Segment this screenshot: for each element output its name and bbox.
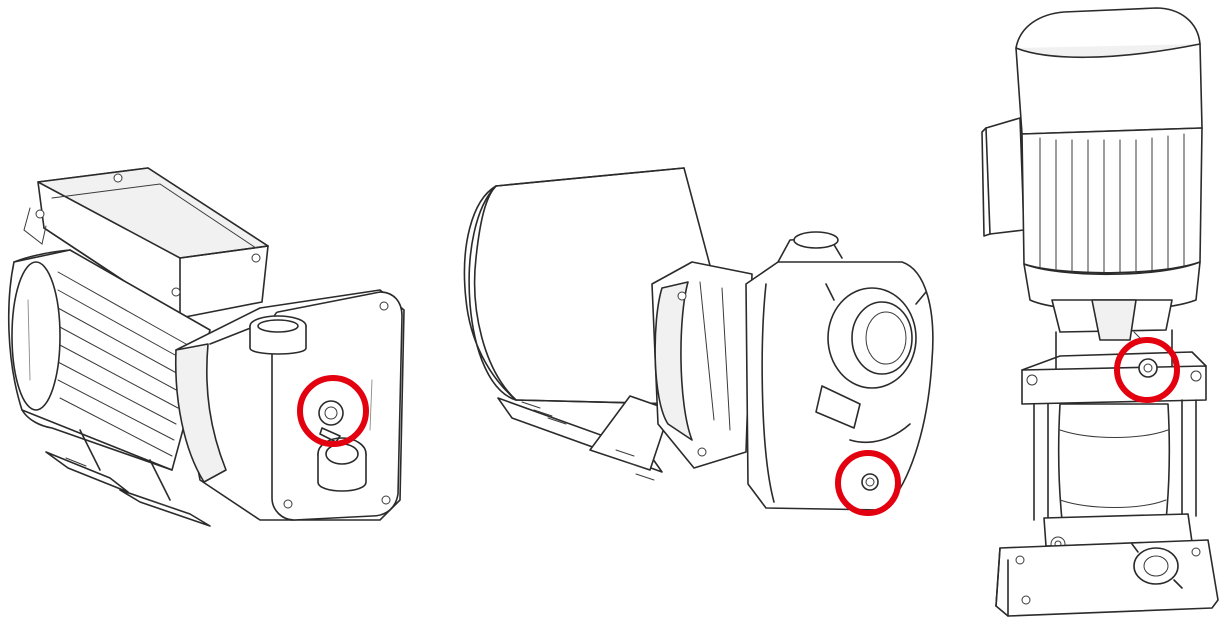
motor-base [497,395,671,481]
end-suction-pump-figure [430,0,955,621]
pump-feet [45,429,211,527]
horizontal-multistage-pump-drawing-icon [7,167,405,527]
drain-plug-highlight [835,450,901,516]
motor-body [7,249,211,471]
motor-finned-body [1021,127,1203,274]
terminal-box [23,167,269,319]
motor-top-cover [1015,7,1203,144]
motor-flange [1023,261,1201,381]
vent-plug-highlight [297,375,369,447]
end-suction-pump-drawing-icon [463,167,934,516]
pump-housing [174,289,405,521]
vertical-multistage-pump-figure [960,0,1221,621]
volute-casing [745,231,934,511]
vertical-multistage-pump-drawing-icon [981,7,1219,617]
vent-screw-highlight [1114,337,1180,403]
pump-adapter [651,261,753,469]
pump-sleeve-and-tie-rods [1033,399,1197,552]
horizontal-multistage-pump-figure [0,0,420,621]
pump-base [995,539,1219,617]
terminal-box [981,117,1025,237]
